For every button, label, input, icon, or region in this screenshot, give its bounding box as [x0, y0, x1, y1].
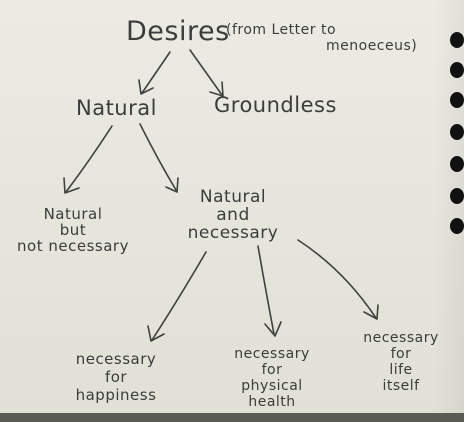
node-natural-not-necessary: Natural but not necessary	[14, 206, 132, 254]
arrowhead	[138, 79, 154, 95]
arrowhead	[165, 177, 179, 193]
arrow-natural-to-necessary	[139, 123, 177, 191]
node-line: for	[261, 362, 283, 378]
node-line: for	[104, 368, 128, 386]
node-line: necessary	[234, 346, 310, 362]
binder-hole	[450, 218, 464, 234]
binder-hole	[450, 124, 464, 140]
arrowhead	[147, 325, 165, 342]
node-line: and	[216, 205, 250, 225]
binder-hole	[450, 32, 464, 48]
arrowhead	[209, 81, 224, 97]
node-line: itself	[382, 378, 420, 394]
node-line: physical	[241, 378, 303, 394]
node-natural-necessary: Natural and necessary	[170, 188, 296, 242]
arrowhead	[363, 304, 379, 320]
arrow-to-happiness	[151, 251, 207, 341]
binder-hole	[450, 62, 464, 78]
arrow-to-life	[297, 239, 377, 319]
node-for-life-itself: necessary for life itself	[354, 330, 448, 394]
root-node-note: (from Letter to	[226, 22, 337, 38]
node-line: health	[248, 394, 296, 410]
arrow-natural-to-not-necessary	[65, 125, 113, 193]
node-line: happiness	[75, 386, 157, 404]
node-groundless: Groundless	[214, 93, 337, 117]
binder-hole	[450, 188, 464, 204]
page-edge-shadow	[0, 413, 464, 422]
arrowhead	[63, 177, 80, 194]
binder-hole	[450, 156, 464, 172]
node-line: but	[59, 221, 87, 239]
arrowhead	[264, 321, 282, 337]
node-natural: Natural	[76, 96, 157, 120]
root-node-note-continued: menoeceus)	[326, 38, 418, 54]
node-line: necessary	[75, 350, 157, 368]
node-line: for	[390, 346, 412, 362]
node-for-happiness: necessary for happiness	[60, 350, 172, 404]
binder-hole	[450, 92, 464, 108]
arrow-desires-to-groundless	[189, 49, 223, 96]
node-line: Natural	[43, 205, 103, 223]
root-node-title: Desires	[126, 16, 230, 47]
arrow-desires-to-natural	[141, 51, 171, 94]
node-line: necessary	[187, 223, 279, 243]
node-line: Natural	[199, 187, 267, 207]
node-line: life	[389, 362, 413, 378]
node-line: necessary	[363, 330, 439, 346]
arrow-to-health	[257, 245, 275, 335]
node-for-physical-health: necessary for physical health	[224, 346, 320, 410]
node-line: not necessary	[17, 237, 129, 255]
